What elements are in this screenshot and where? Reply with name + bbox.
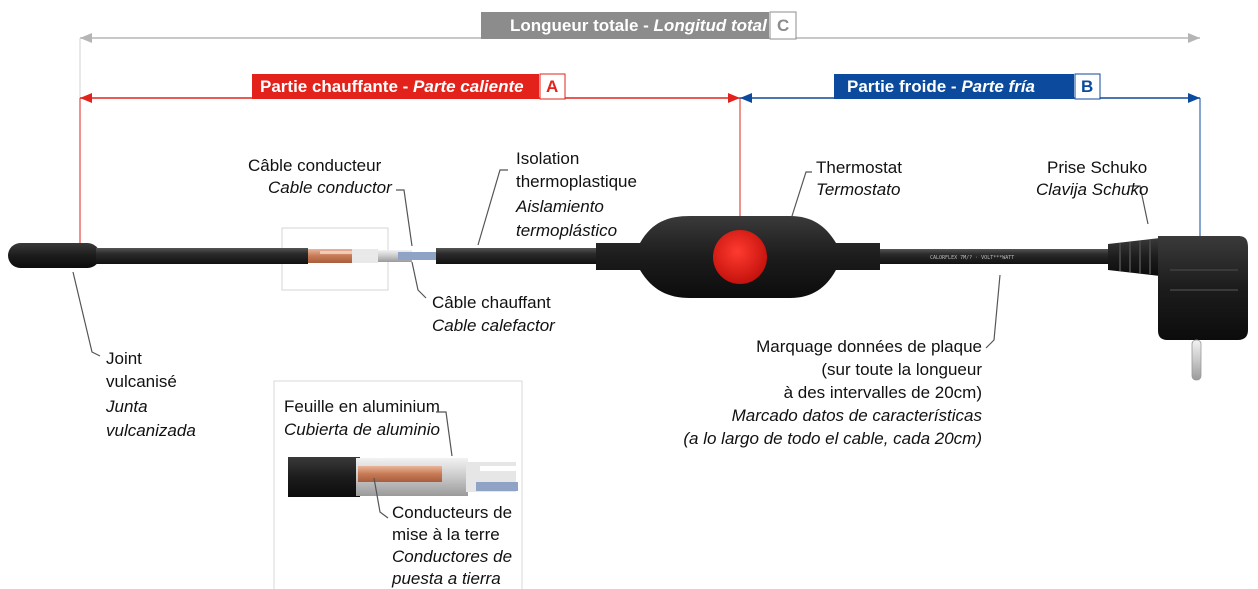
callout-thermostat-fr: Thermostat bbox=[816, 158, 902, 177]
callout-earth-es2: puesta a tierra bbox=[391, 569, 501, 588]
callout-earth-fr1: Conducteurs de bbox=[392, 503, 512, 522]
heating-cable: CALORFLEX 7M/? · VOLT***WATT bbox=[8, 216, 1248, 381]
heating-part-label-box bbox=[252, 74, 539, 99]
callout-marking-fr2: (sur toute la longueur bbox=[821, 360, 982, 379]
callout-insulation: Isolation thermoplastique Aislamiento te… bbox=[515, 149, 637, 240]
arrow-left-icon bbox=[80, 93, 92, 103]
heating-part-label: Partie chauffante - Parte caliente bbox=[260, 77, 524, 96]
callout-marking-fr1: Marquage données de plaque bbox=[756, 337, 982, 356]
callout-earth-es1: Conductores de bbox=[392, 547, 512, 566]
callout-marking-es2: (a lo largo de todo el cable, cada 20cm) bbox=[683, 429, 982, 448]
callout-insulation-es1: Aislamiento bbox=[515, 197, 604, 216]
callout-plug-fr: Prise Schuko bbox=[1047, 158, 1147, 177]
cold-part-label: Partie froide - Parte fría bbox=[847, 77, 1035, 96]
heating-part-letter: A bbox=[546, 77, 558, 96]
callout-joint-es1: Junta bbox=[105, 397, 148, 416]
callout-thermostat: Thermostat Termostato bbox=[816, 158, 902, 199]
total-length-label: Longueur totale - Longitud total bbox=[510, 16, 768, 35]
callout-foil-es: Cubierta de aluminio bbox=[284, 420, 440, 439]
callout-conductor: Câble conducteur Cable conductor bbox=[248, 156, 393, 197]
callout-insulation-fr1: Isolation bbox=[516, 149, 579, 168]
schuko-plug-icon bbox=[1158, 236, 1248, 340]
arrow-right-icon bbox=[1188, 33, 1200, 43]
callout-plug: Prise Schuko Clavija Schuko bbox=[1036, 158, 1148, 199]
cold-part-label-box bbox=[834, 74, 1074, 99]
total-length-letter: C bbox=[777, 16, 789, 35]
total-length-dimension: Longueur totale - Longitud total C bbox=[79, 11, 1200, 248]
callout-marking: Marquage données de plaque (sur toute la… bbox=[683, 337, 982, 448]
leader-lines bbox=[72, 169, 1149, 357]
callout-marking-es1: Marcado datos de características bbox=[732, 406, 983, 425]
arrow-left-icon bbox=[80, 33, 92, 43]
callout-foil-fr: Feuille en aluminium bbox=[284, 397, 440, 416]
callout-thermostat-es: Termostato bbox=[816, 180, 900, 199]
callout-insulation-es2: termoplástico bbox=[516, 221, 617, 240]
heating-part-dimension: Partie chauffante - Parte caliente A bbox=[79, 73, 741, 250]
callout-conductor-es: Cable conductor bbox=[268, 178, 393, 197]
callout-conductor-fr: Câble conducteur bbox=[248, 156, 382, 175]
callout-joint: Joint vulcanisé Junta vulcanizada bbox=[105, 349, 196, 440]
callout-heating-cable-es: Cable calefactor bbox=[432, 316, 556, 335]
total-length-label-box bbox=[481, 12, 769, 39]
arrow-right-icon bbox=[1188, 93, 1200, 103]
plug-pin bbox=[1191, 339, 1202, 381]
cable-print: CALORFLEX 7M/? · VOLT***WATT bbox=[930, 255, 1014, 261]
callout-joint-fr1: Joint bbox=[106, 349, 142, 368]
vulcanised-joint bbox=[8, 243, 100, 268]
cold-part-letter: B bbox=[1081, 77, 1093, 96]
strain-relief bbox=[1108, 238, 1160, 276]
callout-heating-cable: Câble chauffant Cable calefactor bbox=[432, 293, 556, 335]
earth-conductor bbox=[358, 466, 442, 482]
callout-earth-fr2: mise à la terre bbox=[392, 525, 500, 544]
callout-plug-es: Clavija Schuko bbox=[1036, 180, 1148, 199]
callout-marking-fr3: à des intervalles de 20cm) bbox=[784, 383, 982, 402]
callout-joint-es2: vulcanizada bbox=[106, 421, 196, 440]
cold-part-dimension: Partie froide - Parte fría B bbox=[740, 73, 1201, 252]
detail-inset: Feuille en aluminium Cubierta de alumini… bbox=[273, 380, 523, 589]
arrow-left-icon bbox=[740, 93, 752, 103]
thermostat-button bbox=[713, 230, 767, 284]
callout-joint-fr2: vulcanisé bbox=[106, 372, 177, 391]
callout-insulation-fr2: thermoplastique bbox=[516, 172, 637, 191]
callout-heating-cable-fr: Câble chauffant bbox=[432, 293, 551, 312]
arrow-right-icon bbox=[728, 93, 740, 103]
